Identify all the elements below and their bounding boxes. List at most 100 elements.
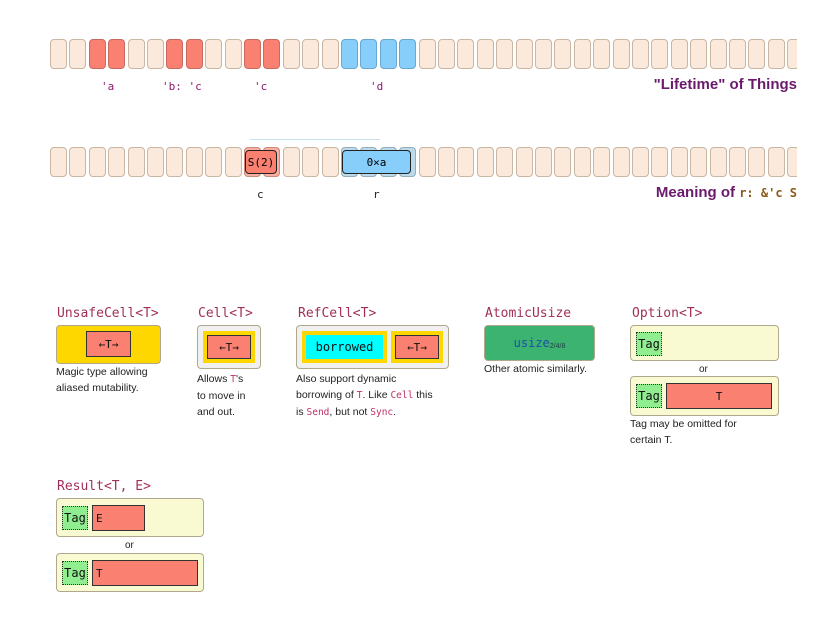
atomicusize-desc: Other atomic similarly. xyxy=(484,363,588,375)
memory-cell xyxy=(399,39,416,69)
memory-cell xyxy=(613,39,630,69)
memory-cell xyxy=(554,147,571,177)
memory-cell xyxy=(671,147,688,177)
memory-cell xyxy=(729,39,746,69)
refcell-desc-2-code1: T xyxy=(356,390,363,401)
memory-cell xyxy=(283,39,300,69)
cell-desc-line3: and out. xyxy=(197,406,235,418)
refcell-desc-2c: this xyxy=(413,389,433,401)
memory-cell xyxy=(438,147,455,177)
memory-cell xyxy=(516,147,533,177)
result-err-e: E xyxy=(92,505,145,531)
memory-cell xyxy=(244,39,261,69)
refcell-desc-3-code2: Sync xyxy=(370,407,394,418)
meaning-label-r: r xyxy=(373,188,380,201)
memory-cell xyxy=(302,147,319,177)
memory-cell xyxy=(89,147,106,177)
memory-cell xyxy=(108,147,125,177)
memory-cell xyxy=(69,147,86,177)
memory-cell xyxy=(147,39,164,69)
cell-desc-line1: Allows T's xyxy=(197,371,245,388)
memory-cell xyxy=(710,39,727,69)
memory-cell xyxy=(671,39,688,69)
refcell-desc-line2: borrowing of T. Like Cell this xyxy=(296,387,433,404)
memory-cell xyxy=(283,147,300,177)
refcell-borrowed: borrowed xyxy=(306,335,383,359)
memory-cell xyxy=(69,39,86,69)
refcell-t: ←T→ xyxy=(395,335,439,359)
memory-cell xyxy=(302,39,319,69)
option-title: Option<T> xyxy=(632,306,703,321)
memory-cell xyxy=(457,39,474,69)
memory-cell xyxy=(748,39,765,69)
memory-cell xyxy=(613,147,630,177)
memory-cell xyxy=(651,147,668,177)
meaning-heading-prefix: Meaning of xyxy=(655,184,740,201)
cell-desc-line2: to move in xyxy=(197,390,246,402)
refcell-desc-3-code1: Send xyxy=(306,407,330,418)
option-desc: Tag may be omitted for certain T. xyxy=(630,416,737,448)
result-err-tag: Tag xyxy=(62,506,88,530)
unsafecell-title: UnsafeCell<T> xyxy=(57,306,159,321)
memory-cell xyxy=(89,39,106,69)
memory-cell xyxy=(710,147,727,177)
cell-desc-line1-b: 's xyxy=(236,373,244,385)
memory-cell xyxy=(322,147,339,177)
memory-cell xyxy=(419,147,436,177)
meaning-label-c: c xyxy=(257,188,264,201)
cell-desc-line1-a: Allows xyxy=(197,373,231,385)
result-ok-t: T xyxy=(92,560,198,586)
memory-cell xyxy=(438,39,455,69)
option-none-tag: Tag xyxy=(636,332,662,356)
memory-cell xyxy=(205,147,222,177)
unsafecell-desc: Magic type allowing aliased mutability. xyxy=(56,364,148,396)
lifetime-label-a: 'a xyxy=(101,80,115,93)
memory-cell xyxy=(574,39,591,69)
value-box-s2: S(2) xyxy=(245,150,277,174)
memory-cell xyxy=(768,39,785,69)
memory-cell xyxy=(186,147,203,177)
result-or: or xyxy=(125,540,134,551)
unsafecell-desc-line2: aliased mutability. xyxy=(56,382,139,394)
option-or: or xyxy=(699,364,708,375)
memory-cell xyxy=(496,147,513,177)
refcell-desc-3c: . xyxy=(393,406,397,418)
memory-cell xyxy=(748,147,765,177)
memory-cell xyxy=(50,147,67,177)
atomicusize-sizes: 2/4/8 xyxy=(549,342,566,350)
memory-cell xyxy=(322,39,339,69)
memory-cell xyxy=(768,147,785,177)
pointer-box: 0×a xyxy=(342,150,411,174)
memory-cell xyxy=(477,39,494,69)
memory-cell xyxy=(651,39,668,69)
refcell-desc-2a: borrowing of xyxy=(296,389,357,401)
memory-cell xyxy=(535,147,552,177)
lifetime-heading: "Lifetime" of Things xyxy=(653,76,797,93)
meaning-heading: Meaning of r: &'c S xyxy=(656,184,797,201)
memory-cell xyxy=(574,147,591,177)
memory-cell xyxy=(690,39,707,69)
memory-cell xyxy=(729,147,746,177)
memory-cell xyxy=(690,147,707,177)
refcell-desc-line3: is Send, but not Sync. xyxy=(296,404,433,421)
memory-cell xyxy=(166,147,183,177)
memory-cell xyxy=(186,39,203,69)
memory-cell xyxy=(225,39,242,69)
memory-cell xyxy=(496,39,513,69)
memory-cell xyxy=(166,39,183,69)
memory-cell xyxy=(147,147,164,177)
memory-cell xyxy=(419,39,436,69)
option-desc-line2: certain T. xyxy=(630,434,673,446)
memory-cell xyxy=(205,39,222,69)
memory-cell xyxy=(108,39,125,69)
memory-cell xyxy=(128,39,145,69)
lifetime-bar xyxy=(250,139,380,146)
option-some-tag: Tag xyxy=(636,384,662,408)
unsafecell-desc-line1: Magic type allowing xyxy=(56,366,148,378)
refcell-desc-2b: . Like xyxy=(362,389,391,401)
refcell-desc: Also support dynamic borrowing of T. Lik… xyxy=(296,371,433,421)
lifetime-label-d: 'd xyxy=(370,80,384,93)
memory-cell xyxy=(516,39,533,69)
option-desc-line1: Tag may be omitted for xyxy=(630,418,737,430)
